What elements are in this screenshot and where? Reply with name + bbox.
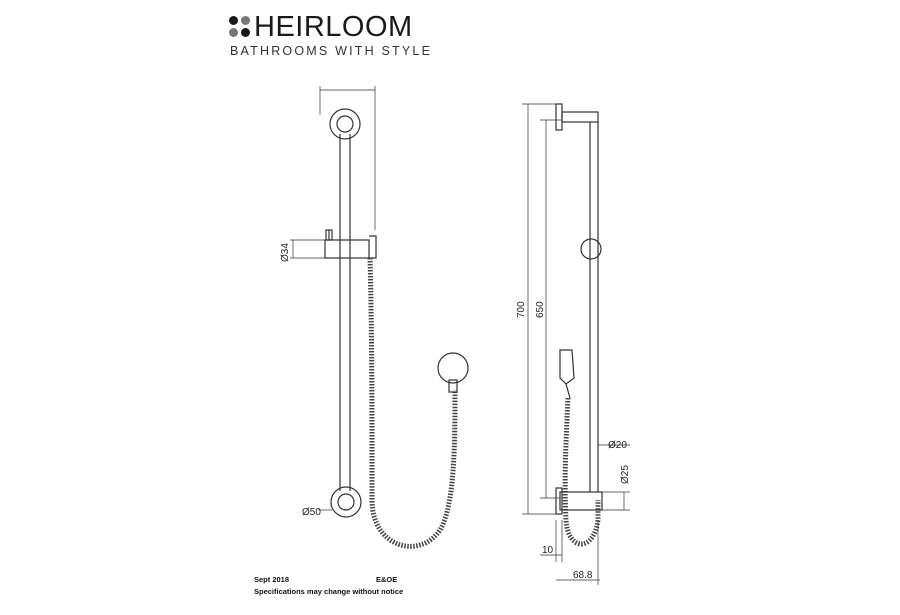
side-bottom-bracket [559, 491, 603, 511]
front-view [290, 86, 469, 549]
dim-side-depth: 68.8 [573, 570, 593, 581]
footer-notice: Specifications may change without notice [254, 587, 404, 596]
brand-name: HEIRLOOM [254, 11, 413, 43]
front-top-mount [329, 108, 361, 140]
side-slider-knob [580, 238, 602, 260]
footer-date: Sept 2018 [254, 575, 290, 584]
footer-eoe: E&OE [376, 575, 398, 584]
front-bottom-mount [330, 486, 362, 518]
side-view [522, 103, 630, 585]
dim-front-base-dia: Ø50 [302, 507, 321, 518]
logo-dots-icon [229, 16, 251, 38]
side-wall-plate [555, 103, 563, 131]
dim-front-bracket-dia: Ø34 [280, 243, 291, 262]
dim-side-base-dia: Ø25 [620, 465, 631, 484]
front-hose [367, 257, 458, 549]
side-handshower [559, 349, 575, 385]
brand-logo: HEIRLOOM BATHROOMS WITH STYLE [229, 10, 430, 60]
side-hose [562, 397, 601, 547]
dim-side-offset: 10 [542, 545, 554, 556]
dim-side-total-height: 700 [516, 301, 527, 318]
front-slider-bracket [324, 239, 370, 259]
front-wall-outlet [437, 352, 469, 384]
dim-side-rail-dia: Ø20 [608, 440, 627, 451]
brand-tagline: BATHROOMS WITH STYLE [230, 44, 433, 58]
dim-side-rail-height: 650 [535, 301, 546, 318]
